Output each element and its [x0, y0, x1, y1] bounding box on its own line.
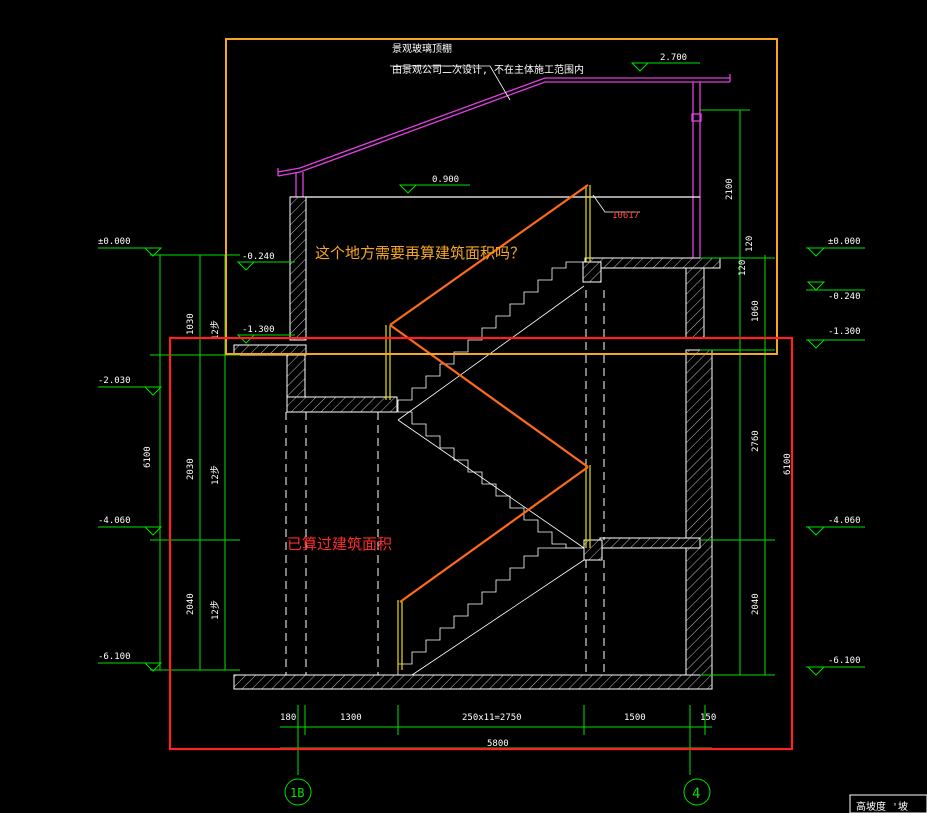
svg-text:-1.300: -1.300: [242, 325, 275, 335]
bottom-dim-1300: 1300: [340, 713, 362, 723]
handrail-posts: [385, 185, 591, 670]
right-seg-1060: 1060: [751, 300, 761, 322]
right-mid-slab: [599, 537, 701, 549]
svg-text:-1.300: -1.300: [828, 327, 861, 337]
right-upper-wall: [685, 261, 705, 339]
svg-text:-4.060: -4.060: [98, 516, 131, 526]
mid-landing: [583, 539, 603, 561]
canopy-note-line2: 由景观公司二次设计, 不在主体施工范围内: [392, 63, 584, 76]
left-elevations: ±0.000 -0.240 -1.300 -2.030 -4.060 -6.10…: [98, 237, 295, 672]
title-block-fragment: [849, 794, 927, 813]
svg-text:2.700: 2.700: [660, 53, 687, 63]
stair-flights: [397, 261, 585, 676]
axis-1b: 1B: [284, 778, 312, 806]
svg-text:-2.030: -2.030: [98, 376, 131, 386]
svg-text:4: 4: [692, 786, 700, 802]
right-seg-120a: 120: [745, 236, 755, 252]
right-seg-2100: 2100: [725, 178, 735, 200]
svg-text:-0.240: -0.240: [828, 292, 861, 302]
axis-4: 4: [683, 778, 711, 806]
left-steps-3: 12步: [210, 600, 221, 620]
question-note: 这个地方需要再算建筑面积吗？: [315, 244, 525, 262]
left-seg-2: 2030: [186, 458, 196, 480]
question-highlight-box: [225, 38, 778, 355]
right-top-slab: [584, 257, 721, 269]
svg-text:-6.100: -6.100: [98, 652, 131, 662]
tag-leader: [592, 194, 640, 213]
canopy-note-leader: [390, 65, 511, 101]
svg-text:0.900: 0.900: [432, 175, 459, 185]
glass-canopy: [277, 74, 731, 258]
left-lower-wall-top: [286, 354, 306, 398]
right-total-dim: 6100: [783, 453, 793, 475]
svg-text:1B: 1B: [290, 786, 304, 800]
floor-slab: [233, 674, 713, 690]
counted-note: 已算过建筑面积: [287, 535, 392, 553]
left-total-dim: 6100: [143, 446, 153, 468]
bottom-dim-150: 150: [700, 713, 716, 723]
right-dimensions: [700, 109, 775, 676]
handrails: [389, 184, 589, 603]
left-steps-2: 12步: [210, 465, 221, 485]
elevation-slab-top: 0.900: [398, 175, 470, 194]
corner-text: 高坡度 '坡: [856, 800, 908, 813]
svg-text:±0.000: ±0.000: [98, 237, 131, 247]
hidden-lines: [285, 267, 688, 675]
bottom-dim-1500: 1500: [624, 713, 646, 723]
counted-highlight-box: [168, 336, 794, 751]
right-seg-120b: 120: [738, 260, 748, 276]
right-elevations: ±0.000 -0.240 -1.300 -4.060 -6.100: [806, 237, 865, 676]
landing-slab: [286, 396, 398, 413]
top-landing: [582, 261, 602, 283]
elevation-canopy-top: 2.700: [630, 53, 700, 72]
right-seg-2040: 2040: [751, 593, 761, 615]
right-wall: [685, 349, 713, 676]
canopy-note-line1: 景观玻璃顶棚: [392, 42, 452, 55]
svg-text:±0.000: ±0.000: [828, 237, 861, 247]
left-seg-3: 2040: [186, 593, 196, 615]
bottom-dim-total: 5800: [487, 739, 509, 749]
svg-text:-0.240: -0.240: [242, 252, 275, 262]
right-seg-2760: 2760: [751, 430, 761, 452]
bottom-dim-stairs: 250x11=2750: [462, 713, 522, 723]
svg-text:-4.060: -4.060: [828, 516, 861, 526]
svg-text:-6.100: -6.100: [828, 656, 861, 666]
left-upper-wall: [289, 196, 307, 341]
bottom-dim-180: 180: [280, 713, 296, 723]
tag-label: 10617: [612, 211, 639, 221]
left-seg-1: 1030: [186, 313, 196, 335]
left-steps-1: 12步: [210, 320, 221, 340]
